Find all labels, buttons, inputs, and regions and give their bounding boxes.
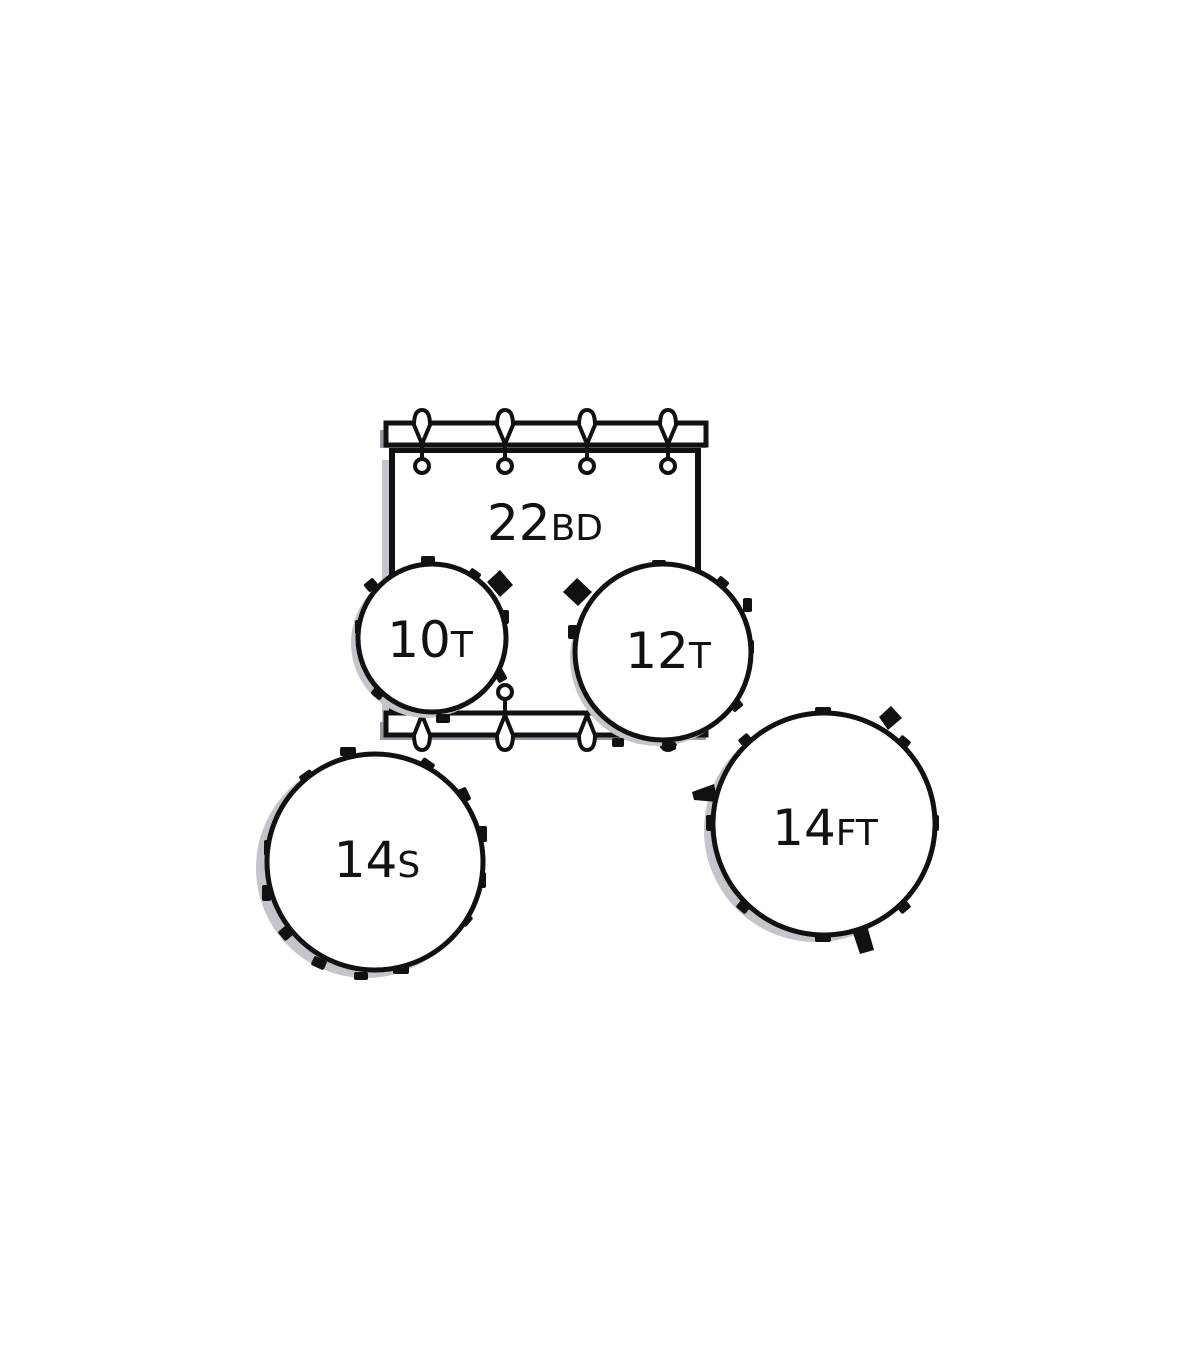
- tom-mounts: [487, 570, 592, 606]
- bass-drum-top-lugs: [411, 407, 679, 475]
- snare-drum-label: 14S: [334, 831, 420, 889]
- tom-10: 10T: [351, 556, 509, 723]
- tom-12-label: 12T: [625, 622, 712, 680]
- tom-12: 12T: [568, 560, 754, 750]
- tom-12-code: T: [688, 636, 712, 677]
- tom-12-head: [572, 561, 754, 743]
- floor-tom-leg-top: [879, 706, 902, 730]
- tom-10-head: [355, 561, 509, 715]
- snare-drum: 14S: [256, 747, 487, 980]
- snare-drum-code: S: [397, 845, 420, 886]
- tom-10-size: 10: [387, 611, 451, 669]
- tom-12-size: 12: [625, 622, 689, 680]
- floor-tom-code: FT: [836, 813, 879, 854]
- bass-drum-size: 22: [487, 494, 551, 552]
- snare-drum-head: [264, 751, 486, 973]
- floor-tom-leg-left: [692, 784, 718, 802]
- floor-tom-label: 14FT: [772, 799, 879, 857]
- floor-tom: 14FT: [692, 706, 939, 954]
- tom-10-code: T: [450, 625, 474, 666]
- floor-tom-size: 14: [772, 799, 836, 857]
- snare-drum-size: 14: [334, 831, 398, 889]
- bass-drum-top-hoop: [383, 420, 709, 448]
- bass-drum-label: 22BD: [487, 494, 603, 552]
- tom-10-label: 10T: [387, 611, 474, 669]
- floor-tom-head: [710, 710, 938, 938]
- bass-drum-code: BD: [551, 508, 603, 549]
